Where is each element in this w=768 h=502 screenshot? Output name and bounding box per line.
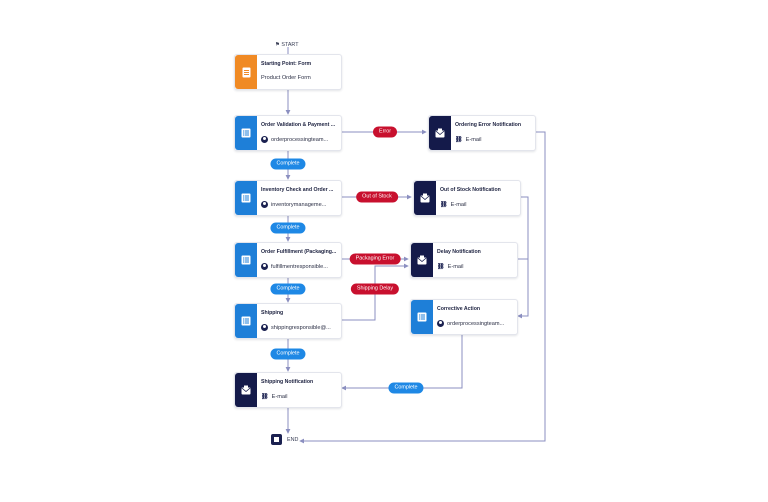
edge-label-packaging-error[interactable]: Packaging Error bbox=[349, 253, 401, 265]
checklist-icon bbox=[411, 300, 433, 334]
user-icon bbox=[261, 201, 268, 208]
node-order-validation[interactable]: Order Validation & Payment ... orderproc… bbox=[234, 115, 342, 151]
edge-label-complete[interactable]: Complete bbox=[388, 382, 424, 394]
node-starting-form[interactable]: Starting Point: Form Product Order Form bbox=[234, 54, 342, 90]
node-subtitle-text: fulfillmentresponsible... bbox=[271, 263, 328, 270]
form-icon bbox=[235, 55, 257, 89]
node-subtitle: orderprocessingteam... bbox=[261, 136, 337, 143]
node-subtitle: ⛓E-mail bbox=[440, 201, 516, 209]
node-out-of-stock-notification[interactable]: Out of Stock Notification ⛓E-mail bbox=[413, 180, 521, 216]
edge-label-complete[interactable]: Complete bbox=[270, 222, 306, 234]
link-icon: ⛓ bbox=[261, 394, 269, 400]
node-title: Corrective Action bbox=[437, 306, 481, 312]
edge-label-complete[interactable]: Complete bbox=[270, 283, 306, 295]
end-terminal: END bbox=[287, 437, 298, 443]
node-title: Out of Stock Notification bbox=[440, 187, 501, 193]
node-subtitle-text: E-mail bbox=[450, 201, 467, 208]
edge-error-to-end bbox=[299, 131, 546, 444]
end-label: END bbox=[287, 437, 299, 443]
mail-icon bbox=[429, 116, 451, 150]
edge-outofstock-to-corrective bbox=[517, 196, 529, 319]
checklist-icon bbox=[235, 181, 257, 215]
edge-label-complete[interactable]: Complete bbox=[270, 348, 306, 360]
node-delay-notification[interactable]: Delay Notification ⛓E-mail bbox=[410, 242, 518, 278]
user-icon bbox=[261, 324, 268, 331]
node-subtitle: orderprocessingteam... bbox=[437, 320, 513, 327]
node-title: Inventory Check and Order ... bbox=[261, 187, 334, 193]
node-shipping-notification[interactable]: Shipping Notification ⛓E-mail bbox=[234, 372, 342, 408]
node-subtitle-text: orderprocessingteam... bbox=[271, 136, 329, 143]
start-label: START bbox=[281, 42, 299, 48]
node-subtitle-text: shippingresponsible@... bbox=[271, 324, 331, 331]
node-title: Order Validation & Payment ... bbox=[261, 122, 336, 128]
link-icon: ⛓ bbox=[437, 264, 445, 270]
node-subtitle-text: E-mail bbox=[465, 136, 482, 143]
node-subtitle-text: E-mail bbox=[271, 393, 288, 400]
node-order-fulfillment[interactable]: Order Fulfillment (Packaging... fulfillm… bbox=[234, 242, 342, 278]
node-subtitle: ⛓E-mail bbox=[455, 136, 531, 144]
node-subtitle-text: inventorymanageme... bbox=[271, 201, 327, 208]
node-subtitle: Product Order Form bbox=[261, 75, 337, 81]
node-title: Shipping bbox=[261, 310, 284, 316]
user-icon bbox=[261, 263, 268, 270]
checklist-icon bbox=[235, 116, 257, 150]
user-icon bbox=[261, 136, 268, 143]
node-subtitle: ⛓E-mail bbox=[437, 263, 513, 271]
node-title: Starting Point: Form bbox=[261, 61, 312, 67]
node-subtitle: inventorymanageme... bbox=[261, 201, 337, 208]
mail-icon bbox=[235, 373, 257, 407]
edge-corrective-to-shippingnotif bbox=[341, 333, 463, 391]
node-subtitle-text: E-mail bbox=[447, 263, 464, 270]
checklist-icon bbox=[235, 243, 257, 277]
node-inventory-check[interactable]: Inventory Check and Order ... inventorym… bbox=[234, 180, 342, 216]
node-subtitle: fulfillmentresponsible... bbox=[261, 263, 337, 270]
edge-label-error[interactable]: Error bbox=[373, 126, 397, 138]
node-title: Order Fulfillment (Packaging... bbox=[261, 249, 337, 255]
node-subtitle: shippingresponsible@... bbox=[261, 324, 337, 331]
link-icon: ⛓ bbox=[440, 202, 448, 208]
node-title: Shipping Notification bbox=[261, 379, 314, 385]
node-shipping[interactable]: Shipping shippingresponsible@... bbox=[234, 303, 342, 339]
node-subtitle-text: orderprocessingteam... bbox=[447, 320, 505, 327]
node-corrective-action[interactable]: Corrective Action orderprocessingteam... bbox=[410, 299, 518, 335]
link-icon: ⛓ bbox=[455, 137, 463, 143]
node-subtitle: ⛓E-mail bbox=[261, 393, 337, 401]
node-ordering-error-notification[interactable]: Ordering Error Notification ⛓E-mail bbox=[428, 115, 536, 151]
node-title: Ordering Error Notification bbox=[455, 122, 522, 128]
edge-label-out-of-stock[interactable]: Out of Stock bbox=[356, 191, 398, 203]
node-title: Delay Notification bbox=[437, 249, 481, 255]
stop-icon bbox=[271, 434, 282, 445]
start-terminal: ⚑ START bbox=[275, 42, 299, 48]
flag-icon: ⚑ bbox=[275, 42, 282, 48]
mail-icon bbox=[414, 181, 436, 215]
mail-icon bbox=[411, 243, 433, 277]
edge-label-complete[interactable]: Complete bbox=[270, 158, 306, 170]
edge-label-shipping-delay[interactable]: Shipping Delay bbox=[350, 283, 400, 295]
user-icon bbox=[437, 320, 444, 327]
node-subtitle-text: Product Order Form bbox=[261, 75, 311, 81]
checklist-icon bbox=[235, 304, 257, 338]
